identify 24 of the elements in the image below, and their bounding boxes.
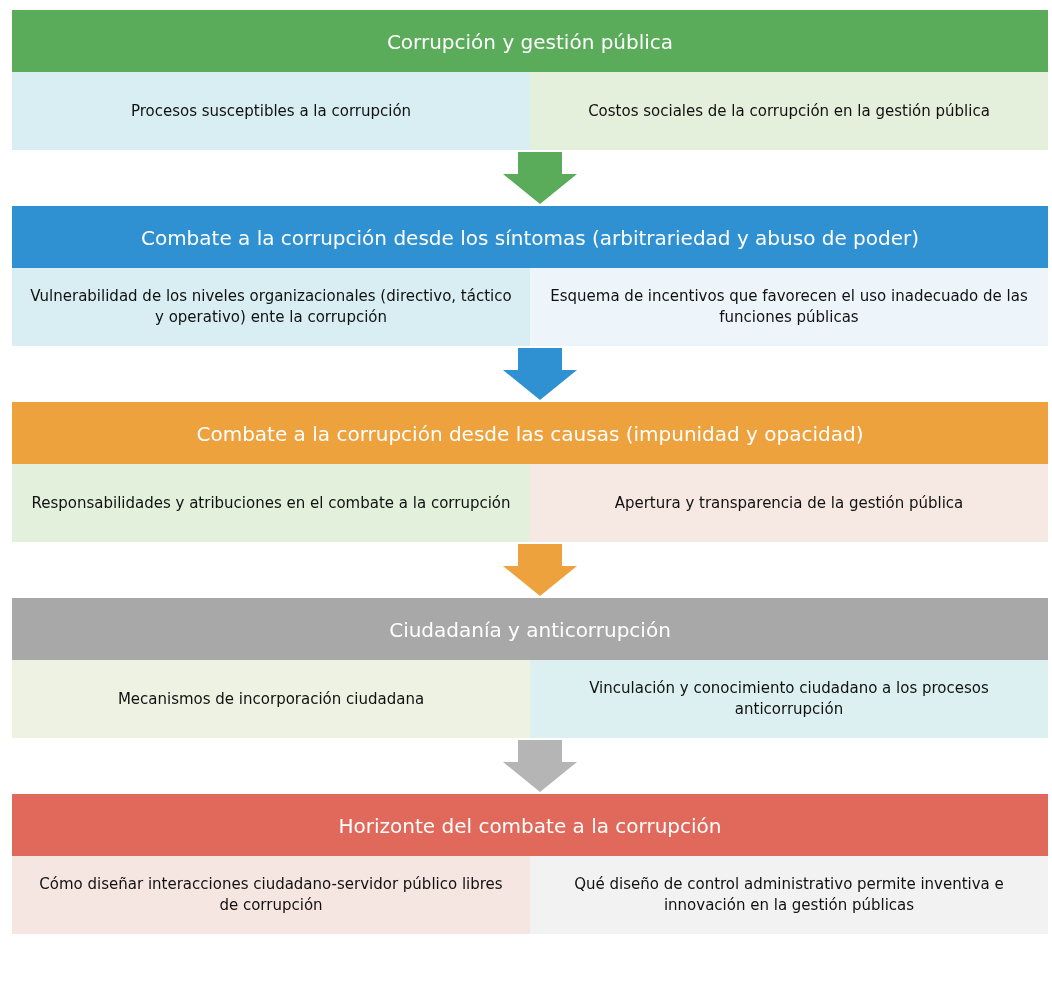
topic-box: Procesos susceptibles a la corrupción: [12, 72, 530, 150]
topic-box: Esquema de incentivos que favorecen el uso inadecuado de las funciones públicas: [530, 268, 1048, 346]
section-title: Horizonte del combate a la corrupción: [338, 814, 722, 838]
block-arrow: [503, 740, 577, 792]
topic-box: Responsabilidades y atribuciones en el combate a la corrupción: [12, 464, 530, 542]
block-arrow: [503, 348, 577, 400]
section-title: Ciudadanía y anticorrupción: [389, 618, 671, 642]
topic-box: Vulnerabilidad de los niveles organizacionales (directivo, táctico y operativo) ente la corrupción: [12, 268, 530, 346]
topic-box: Costos sociales de la corrupción en la gestión pública: [530, 72, 1048, 150]
section-band: [12, 402, 1048, 542]
topic-box: Qué diseño de control administrativo permite inventiva e innovación en la gestión públicas: [530, 856, 1048, 934]
topic-box: Mecanismos de incorporación ciudadana: [12, 660, 530, 738]
section-title: Combate a la corrupción desde las causas (impunidad y opacidad): [196, 422, 864, 446]
topic-box: Vinculación y conocimiento ciudadano a los procesos anticorrupción: [530, 660, 1048, 738]
block-arrow: [503, 544, 577, 596]
topic-box: Apertura y transparencia de la gestión pública: [530, 464, 1048, 542]
section-band: [12, 598, 1048, 738]
topic-box: Cómo diseñar interacciones ciudadano-servidor público libres de corrupción: [12, 856, 530, 934]
section-band: [12, 794, 1048, 934]
section-band: [12, 206, 1048, 346]
section-title: Combate a la corrupción desde los síntomas (arbitrariedad y abuso de poder): [140, 226, 920, 250]
section-band: [12, 10, 1048, 150]
block-arrow: [503, 152, 577, 204]
section-title: Corrupción y gestión pública: [386, 30, 674, 54]
